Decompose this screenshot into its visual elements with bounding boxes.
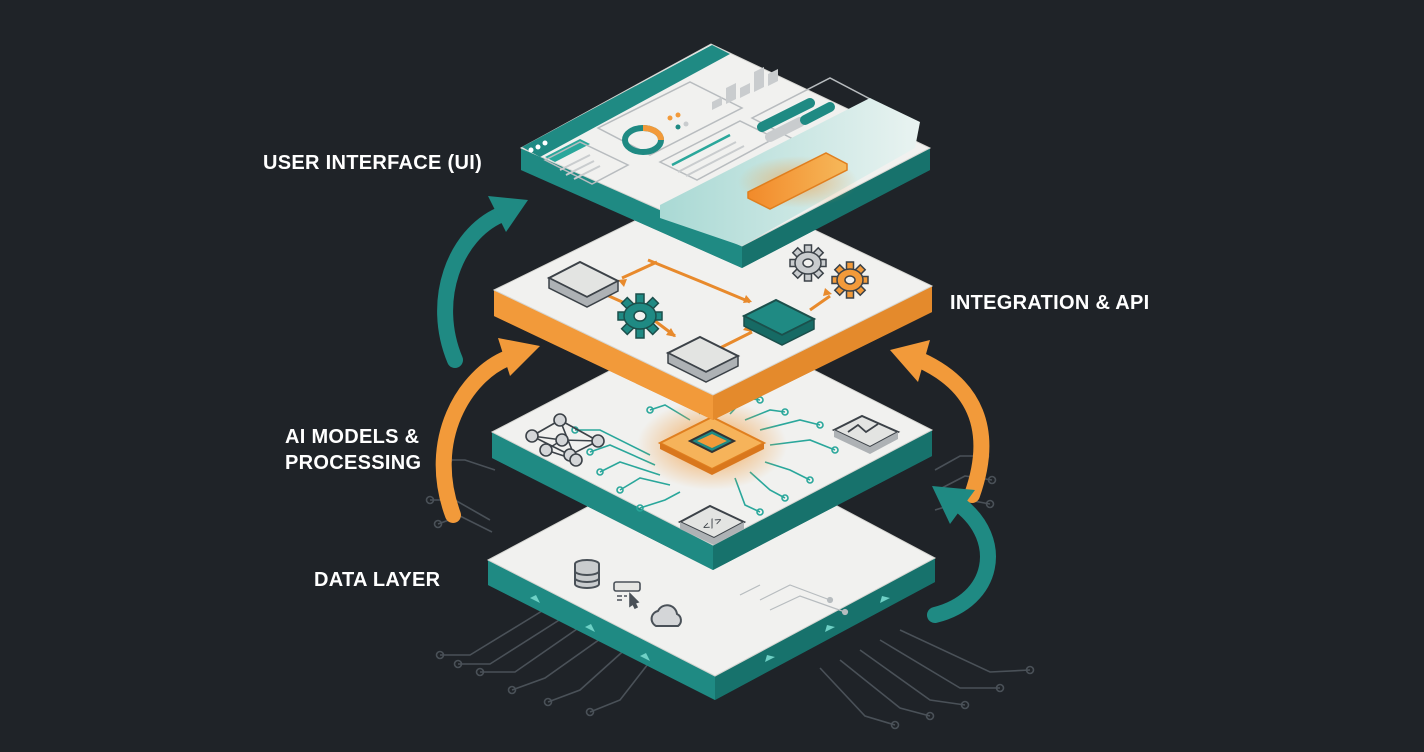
gear-icon bbox=[617, 293, 663, 339]
node-box-icon bbox=[546, 260, 621, 308]
label-ai-models-processing: AI MODELS & PROCESSING bbox=[285, 424, 455, 476]
label-data-layer: DATA LAYER bbox=[314, 569, 441, 591]
label-ai-models-line2: PROCESSING bbox=[285, 452, 422, 474]
node-box-icon bbox=[741, 298, 817, 346]
node-box-icon bbox=[665, 335, 741, 383]
curved-arrow-teal-left bbox=[437, 196, 528, 368]
graph-icon bbox=[831, 414, 901, 454]
toggle-icon bbox=[757, 98, 835, 142]
cloud-icon bbox=[650, 604, 682, 627]
label-integration-api: INTEGRATION & API bbox=[950, 292, 1150, 314]
donut-chart-icon bbox=[622, 112, 689, 155]
bar-chart-icon bbox=[712, 67, 778, 110]
data-entry-icon bbox=[613, 581, 641, 610]
curved-arrow-orange-left bbox=[435, 338, 540, 523]
gear-icon bbox=[831, 261, 869, 299]
button-icon bbox=[738, 152, 858, 210]
curved-arrow-teal-right bbox=[927, 486, 996, 623]
curved-arrow-orange-right bbox=[890, 340, 990, 503]
flow-arrows bbox=[530, 595, 890, 662]
gear-icon bbox=[789, 244, 827, 282]
label-ai-models-line1: AI MODELS & bbox=[285, 426, 420, 448]
neural-network-icon bbox=[525, 413, 605, 467]
processor-chip-icon bbox=[637, 400, 787, 490]
label-user-interface: USER INTERFACE (UI) bbox=[263, 152, 483, 174]
database-icon bbox=[574, 559, 600, 589]
code-icon: </> bbox=[677, 504, 747, 545]
